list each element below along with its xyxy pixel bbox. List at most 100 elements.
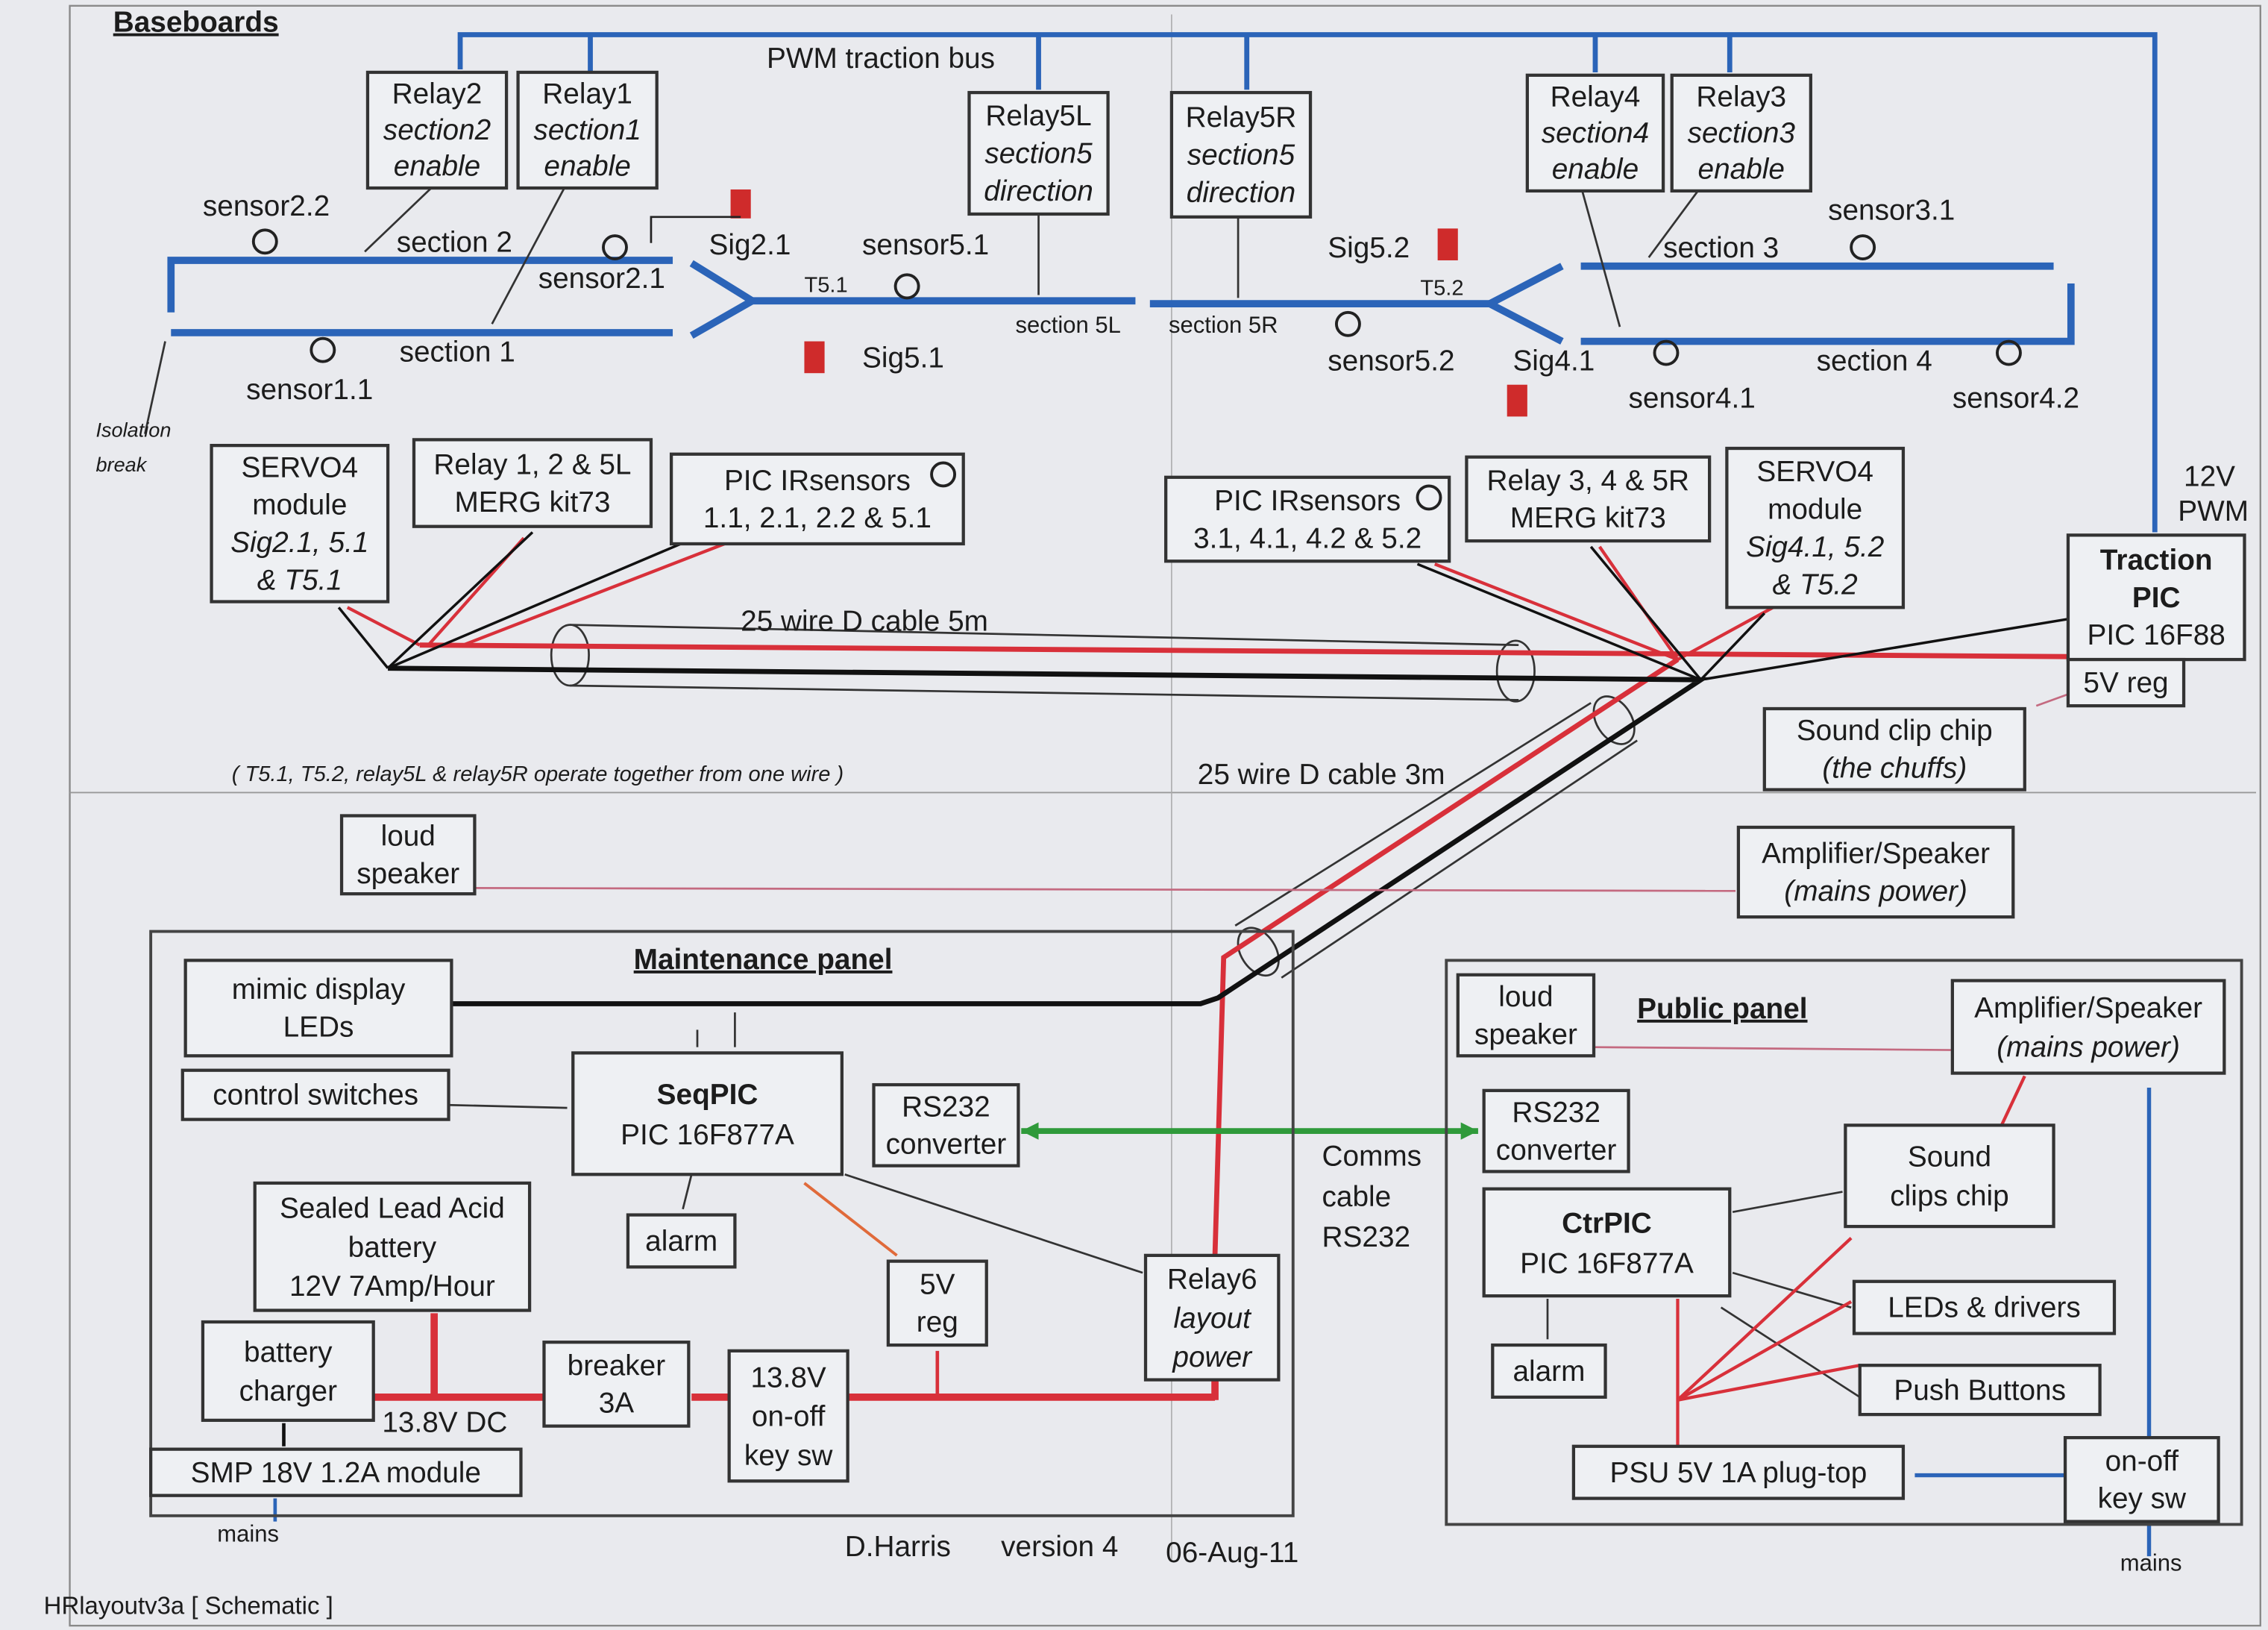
rs232-right-line-1: RS232: [1512, 1097, 1601, 1129]
amp-right-line-1: Amplifier/Speaker: [1974, 992, 2202, 1024]
smp-frame: [149, 1447, 523, 1497]
sensor5-1-marker: [893, 273, 920, 300]
mains-left-label: mains: [217, 1521, 279, 1547]
psu-box: PSU 5V 1A plug-top: [1571, 1444, 1906, 1500]
servo-right-line-2: module: [1768, 494, 1862, 526]
section4-label: section 4: [1817, 345, 1932, 377]
sensor2-1-label: sensor2.1: [538, 263, 665, 295]
charger-line-2: charger: [239, 1376, 338, 1408]
charger-line-1: battery: [244, 1336, 333, 1368]
reg5v-left-frame: [886, 1259, 988, 1347]
charger-box: battery charger: [201, 1320, 375, 1423]
servo-left-line-2: module: [252, 489, 347, 521]
amp-right-box: Amplifier/Speaker (mains power): [1950, 979, 2226, 1075]
reg5v-left-box: 5V reg: [886, 1259, 988, 1347]
track-layout: [167, 257, 2075, 345]
relay1-line-2: section1: [533, 114, 641, 146]
sensor3-1-label: sensor3.1: [1828, 195, 1955, 227]
sensor-symbol-icon: [930, 461, 957, 488]
traction-pic-frame: [2066, 533, 2246, 662]
keysw-left-line-3: key sw: [744, 1440, 833, 1472]
relay6-box: Relay6 layout power: [1143, 1253, 1281, 1382]
keysw-left-line-1: 13.8V: [750, 1361, 826, 1394]
author-label: D.Harris: [845, 1531, 951, 1563]
sig5-1-label: Sig5.1: [862, 342, 944, 374]
isolation-label: Isolation: [95, 419, 171, 442]
relay6-frame: [1143, 1253, 1281, 1382]
maintenance-panel-title: Maintenance panel: [634, 944, 893, 976]
sensor4-2-label: sensor4.2: [1953, 383, 2079, 415]
psu-line-1: PSU 5V 1A plug-top: [1610, 1457, 1868, 1489]
servo-right-line-4: & T5.2: [1773, 568, 1858, 601]
traction-pic-line-3: PIC 16F88: [2088, 619, 2225, 651]
relay6-line-1: Relay6: [1167, 1263, 1257, 1295]
amp-top-frame: [1736, 825, 2015, 919]
relay6-line-3: power: [1172, 1341, 1253, 1373]
traction-pic-line-2: PIC: [2132, 582, 2181, 614]
cable3m-label: 25 wire D cable 3m: [1198, 759, 1445, 791]
relay1-frame: [516, 70, 659, 190]
mimic-line-1: mimic display: [232, 974, 406, 1006]
loud-left-line-2: speaker: [356, 858, 459, 890]
relay5l-frame: [967, 90, 1110, 216]
relay4-line-1: Relay4: [1551, 81, 1641, 113]
servo-left-line-1: SERVO4: [242, 451, 359, 483]
reg5v-left-line-1: 5V: [920, 1269, 955, 1301]
relay3-line-2: section3: [1688, 117, 1796, 149]
sensor2-2-marker: [251, 228, 278, 255]
sensor2-1-marker: [602, 234, 628, 260]
alarm-right-box: alarm: [1491, 1343, 1607, 1399]
sound-chip-top-box: Sound clip chip(the chuffs): [1762, 706, 2026, 792]
reg5v-left-line-2: reg: [917, 1306, 958, 1338]
leds-box: LEDs & drivers: [1852, 1279, 2117, 1335]
keysw-right-line-2: key sw: [2098, 1483, 2187, 1515]
version-label: version 4: [1001, 1531, 1118, 1563]
relay2-line-2: section2: [383, 114, 491, 146]
sig4-1-marker: [1507, 384, 1527, 417]
relay6-line-2: layout: [1173, 1303, 1252, 1335]
alarm-left-frame: [626, 1213, 737, 1269]
relay-kit-right-line-1: Relay 3, 4 & 5R: [1487, 465, 1690, 497]
baseboards-title: Baseboards: [113, 7, 279, 39]
loud-left-frame: [339, 814, 477, 896]
reg5v-top-frame: [2066, 657, 2186, 708]
track-labels: Baseboards PWM traction bus sensor2.2 se…: [95, 7, 2249, 527]
sla-line-2: battery: [348, 1232, 437, 1264]
sensor-markers: [251, 228, 2022, 366]
push-line-1: Push Buttons: [1894, 1374, 2066, 1406]
rs232-right-frame: [1482, 1088, 1630, 1173]
cable-labels: 25 wire D cable 5m 25 wire D cable 3m ( …: [44, 605, 2182, 1619]
pic-ir-left-frame: [669, 452, 965, 546]
control-switches-line-1: control switches: [213, 1079, 418, 1112]
amp-right-line-2: (mains power): [1997, 1031, 2180, 1063]
t5-2-label: T5.2: [1420, 277, 1463, 301]
loud-right-line-2: speaker: [1474, 1018, 1577, 1050]
amp-top-box: Amplifier/Speaker(mains power): [1736, 825, 2015, 919]
seqpic-line-1: SeqPIC: [657, 1079, 758, 1111]
rs232-left-frame: [872, 1082, 1020, 1167]
sensor5-2-label: sensor5.2: [1328, 345, 1454, 377]
sig2-1-label: Sig2.1: [709, 229, 791, 261]
breaker-line-2: 3A: [599, 1388, 635, 1420]
keysw-right-frame: [2063, 1436, 2220, 1523]
t5-1-label: T5.1: [804, 274, 847, 298]
control-switches-frame: [180, 1068, 450, 1121]
psu-frame: [1571, 1444, 1906, 1500]
relay2-line-1: Relay2: [392, 78, 483, 110]
relay4-frame: [1525, 73, 1665, 193]
ctrpic-line-2: PIC 16F877A: [1520, 1248, 1694, 1280]
traction-pic-line-1: Traction: [2100, 544, 2213, 576]
relay1-line-1: Relay1: [542, 78, 632, 110]
servo-left-line-3: Sig2.1, 5.1: [230, 527, 368, 559]
operate-note: ( T5.1, T5.2, relay5L & relay5R operate …: [232, 762, 844, 786]
sla-line-3: 12V 7Amp/Hour: [289, 1270, 495, 1303]
section1-label: section 1: [400, 336, 515, 369]
alarm-right-frame: [1491, 1343, 1607, 1399]
dc138-label: 13.8V DC: [382, 1406, 507, 1438]
relay-kit-left-frame: [412, 438, 653, 528]
